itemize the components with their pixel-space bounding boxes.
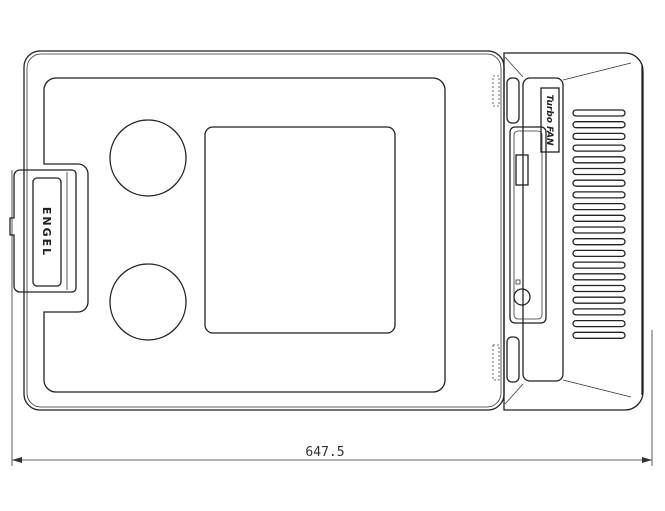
compressor-unit: Turbo FAN [503, 52, 644, 411]
cup-holder-top [109, 119, 187, 197]
vent-slot [572, 226, 626, 234]
vent-slot [572, 238, 626, 246]
vent-slot [572, 144, 626, 152]
vent-slot [572, 284, 626, 293]
vent-slot [572, 249, 626, 258]
lid-body [23, 50, 505, 411]
dimension-line: 647.5 [11, 170, 653, 466]
vent-slot [572, 331, 626, 339]
vent-slot [572, 296, 626, 304]
vent-slot [572, 156, 626, 164]
thermostat-knob[interactable] [513, 288, 531, 306]
vent-slot [572, 261, 626, 269]
vent-slot [572, 273, 626, 281]
vent-slot [572, 308, 626, 316]
turbo-fan-badge [540, 87, 560, 153]
vent-grille [572, 109, 626, 339]
vent-slot [572, 191, 626, 199]
lid-panel [204, 126, 396, 334]
engel-logo: ENGEL [40, 207, 53, 257]
svg-text:ENGEL: ENGEL [40, 207, 53, 257]
vent-slot [572, 202, 626, 211]
vent-slot [572, 109, 626, 117]
vent-slot [572, 179, 626, 187]
dimension-label: 647.5 [305, 445, 344, 460]
display-window [515, 154, 529, 186]
vent-slot [572, 121, 626, 129]
control-panel [509, 126, 547, 324]
latch[interactable]: ENGEL [9, 169, 77, 293]
vent-slot [572, 214, 626, 222]
vent-slot [572, 167, 626, 176]
vent-slot [572, 132, 626, 141]
cup-holder-bottom [109, 263, 187, 341]
vent-slot [572, 319, 626, 328]
svg-text:Turbo FAN: Turbo FAN [544, 94, 554, 146]
